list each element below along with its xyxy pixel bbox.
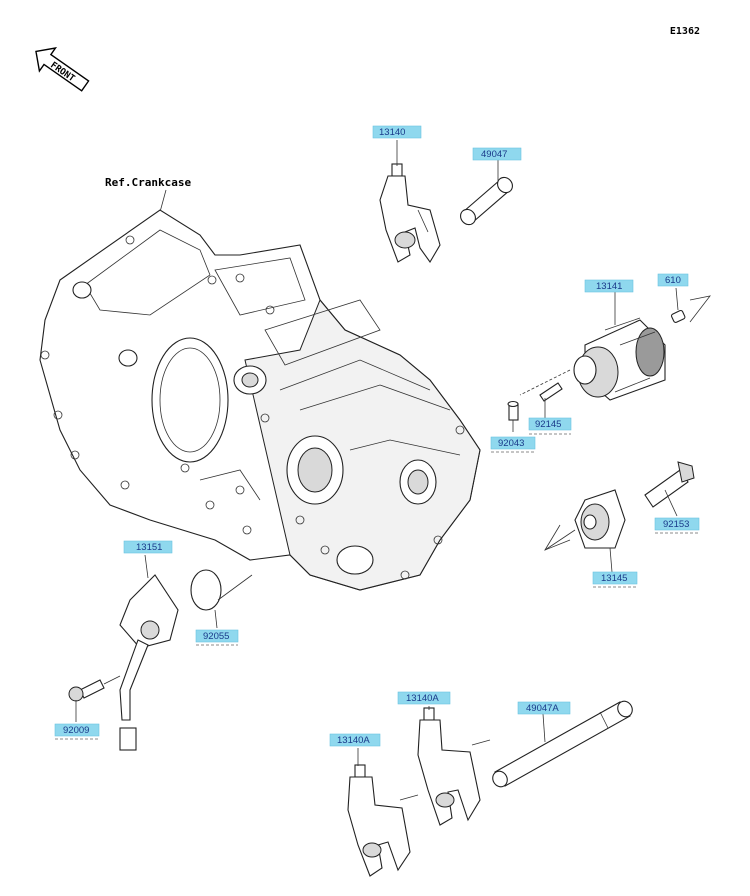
callout-92043: 92043 xyxy=(490,436,536,450)
callout-92009: 92009 xyxy=(54,723,100,737)
shift-shaft-49047A xyxy=(492,700,633,788)
callout-49047-text: 49047 xyxy=(481,149,507,160)
pin-92043 xyxy=(507,400,519,432)
shift-drum-13141 xyxy=(519,317,666,401)
spring-92145 xyxy=(539,382,563,418)
callout-13140A-left-text: 13140A xyxy=(337,735,370,746)
callout-13151: 13151 xyxy=(123,540,173,554)
shift-shaft-49047 xyxy=(460,176,513,226)
callout-49047: 49047 xyxy=(472,147,522,161)
shift-fork-13140A-right xyxy=(417,707,491,826)
callout-13145: 13145 xyxy=(592,571,638,585)
drum-cam-13145 xyxy=(544,489,626,573)
front-arrow-icon: FRONT xyxy=(35,47,90,92)
screw-92009 xyxy=(68,675,121,722)
neutral-switch-13151 xyxy=(119,554,179,751)
callout-92055: 92055 xyxy=(195,629,239,643)
crankcase xyxy=(39,209,481,591)
shift-fork-13140 xyxy=(379,163,441,264)
shift-fork-13140A-left xyxy=(347,764,419,877)
callout-610-text: 610 xyxy=(665,275,681,286)
callout-13141: 13141 xyxy=(584,279,634,293)
callout-92153: 92153 xyxy=(654,517,700,531)
callout-13141-text: 13141 xyxy=(596,281,622,292)
diagram-code: E1362 xyxy=(670,26,700,37)
callout-92145: 92145 xyxy=(528,417,572,431)
bolt-92153 xyxy=(644,461,695,517)
callout-13145-text: 13145 xyxy=(601,573,627,584)
callout-49047A: 49047A xyxy=(517,701,571,715)
ref-crankcase-label: Ref.Crankcase xyxy=(105,176,191,189)
callout-13151-text: 13151 xyxy=(136,542,162,553)
callout-13140A-left: 13140A xyxy=(329,733,381,747)
callout-92009-text: 92009 xyxy=(63,725,89,736)
callout-92145-text: 92145 xyxy=(535,419,561,430)
callout-13140A-right-text: 13140A xyxy=(406,693,439,704)
o-ring-92055 xyxy=(190,569,253,629)
pin-610 xyxy=(670,287,711,323)
callout-92153-text: 92153 xyxy=(663,519,689,530)
callout-13140A-right: 13140A xyxy=(397,691,451,705)
callout-13140-text: 13140 xyxy=(379,127,405,138)
callout-610: 610 xyxy=(657,273,689,287)
callout-13140: 13140 xyxy=(372,125,422,139)
callout-92055-text: 92055 xyxy=(203,631,229,642)
callout-92043-text: 92043 xyxy=(498,438,524,449)
callout-49047A-text: 49047A xyxy=(526,703,559,714)
